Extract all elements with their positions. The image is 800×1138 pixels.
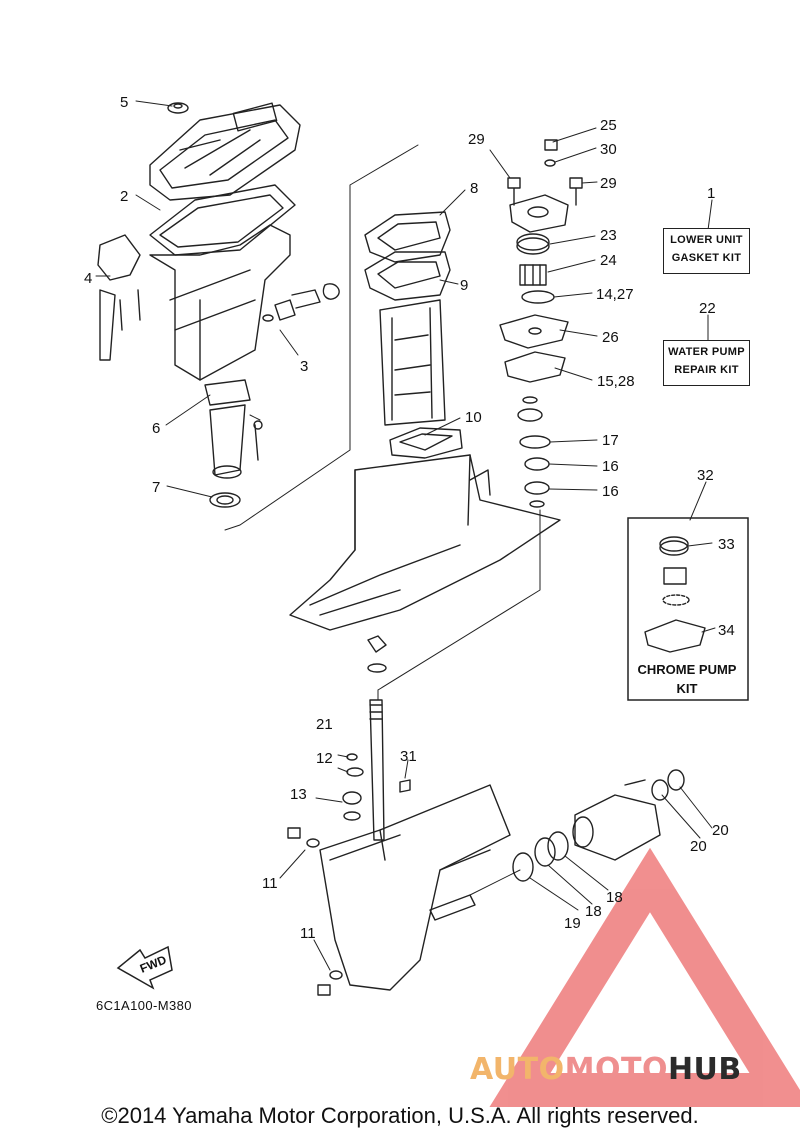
callout-32: 32 bbox=[697, 467, 714, 484]
part-7-seal bbox=[209, 492, 241, 508]
part-29-bolts bbox=[507, 177, 583, 206]
chrome-pump-kit-label: CHROME PUMP KIT bbox=[628, 660, 746, 698]
water-pump-repair-kit-label: WATER PUMP REPAIR KIT bbox=[663, 340, 750, 386]
callout-15-28: 15,28 bbox=[597, 373, 635, 390]
callout-16-upper: 16 bbox=[602, 458, 619, 475]
gear-case bbox=[319, 784, 511, 991]
part-25-bolt bbox=[544, 139, 558, 151]
part-17-oring bbox=[519, 435, 551, 449]
watermark-part-moto: MOTO bbox=[564, 1052, 668, 1087]
callout-29-right: 29 bbox=[600, 175, 617, 192]
callout-23: 23 bbox=[600, 227, 617, 244]
part-24-impeller bbox=[519, 264, 547, 286]
water-pump-lower-parts bbox=[517, 396, 543, 422]
callout-11-upper: 11 bbox=[262, 875, 278, 892]
callout-26: 26 bbox=[602, 329, 619, 346]
part-15-28-gasket bbox=[504, 351, 566, 383]
part-14-27-oring bbox=[521, 290, 555, 304]
leader-lines bbox=[95, 100, 716, 971]
callout-12: 12 bbox=[316, 750, 333, 767]
callout-20-right: 20 bbox=[712, 822, 729, 839]
lower-unit-gasket-kit-label: LOWER UNIT GASKET KIT bbox=[663, 228, 750, 274]
callout-16-lower: 16 bbox=[602, 483, 619, 500]
callout-7: 7 bbox=[152, 479, 160, 496]
callout-9: 9 bbox=[460, 277, 468, 294]
callout-8: 8 bbox=[470, 180, 478, 197]
part-34-plate bbox=[644, 619, 706, 653]
part-31-key bbox=[399, 779, 411, 793]
upper-casing-cover bbox=[149, 102, 301, 201]
part-30-washer bbox=[544, 159, 556, 167]
drive-shaft bbox=[369, 699, 385, 841]
callout-22: 22 bbox=[699, 300, 716, 317]
callout-3: 3 bbox=[300, 358, 308, 375]
chrome-pump-kit-frame bbox=[627, 517, 749, 701]
callout-30: 30 bbox=[600, 141, 617, 158]
part-6-exhaust-pipe bbox=[204, 379, 263, 479]
callout-24: 24 bbox=[600, 252, 617, 269]
watermark-part-hub: HUB bbox=[667, 1052, 742, 1087]
chrome-kit-oring bbox=[662, 594, 690, 606]
callout-18-left: 18 bbox=[585, 903, 602, 920]
fwd-arrow-icon: FWD bbox=[116, 945, 173, 990]
upper-casing-body bbox=[97, 224, 291, 381]
callout-33: 33 bbox=[718, 536, 735, 553]
lower-unit-gasket-kit-line1: LOWER UNIT bbox=[670, 234, 743, 246]
chrome-kit-impeller bbox=[663, 567, 687, 585]
callout-4: 4 bbox=[84, 270, 92, 287]
part-16-seals bbox=[524, 457, 550, 508]
part-3-fitting bbox=[262, 283, 340, 322]
part-18-19-orings bbox=[512, 831, 569, 882]
callout-5: 5 bbox=[120, 94, 128, 111]
callout-29-left: 29 bbox=[468, 131, 485, 148]
watermark-part-auto: AUTO bbox=[470, 1052, 565, 1087]
part-13-shim bbox=[342, 791, 362, 821]
lower-unit-gasket-kit-line2: GASKET KIT bbox=[671, 252, 742, 264]
part-5-plug bbox=[167, 102, 189, 114]
water-pump-repair-kit-line1: WATER PUMP bbox=[668, 346, 745, 358]
part-11-bolts bbox=[287, 827, 343, 996]
callout-19: 19 bbox=[564, 915, 581, 932]
watermark-logo bbox=[489, 847, 800, 1107]
callout-10: 10 bbox=[465, 409, 482, 426]
callout-13: 13 bbox=[290, 786, 307, 803]
callout-18-right: 18 bbox=[606, 889, 623, 906]
callout-11-lower: 11 bbox=[300, 925, 316, 942]
callout-2: 2 bbox=[120, 188, 128, 205]
assembly-connection-lines bbox=[224, 144, 541, 896]
lower-casing bbox=[289, 454, 561, 631]
callout-31: 31 bbox=[400, 748, 417, 765]
callout-numbers: 5 2 4 3 6 7 8 9 10 29 25 30 29 23 24 14,… bbox=[84, 94, 735, 942]
part-26-plate bbox=[499, 314, 569, 349]
propeller-shaft bbox=[429, 894, 476, 921]
watermark-wordmark: AUTOMOTOHUB bbox=[470, 1052, 742, 1087]
chrome-pump-kit-line1: CHROME PUMP bbox=[637, 662, 737, 677]
callout-25: 25 bbox=[600, 117, 617, 134]
diagram-code: 6C1A100-M380 bbox=[96, 998, 192, 1013]
callout-21: 21 bbox=[316, 716, 333, 733]
callout-17: 17 bbox=[602, 432, 619, 449]
part-8-gasket bbox=[364, 211, 451, 263]
callout-34: 34 bbox=[718, 622, 735, 639]
callout-1: 1 bbox=[707, 185, 715, 202]
water-pump-repair-kit-line2: REPAIR KIT bbox=[674, 364, 739, 376]
drive-shaft-housing bbox=[379, 299, 446, 426]
part-12-bearing bbox=[346, 767, 364, 777]
part-23-insert bbox=[516, 233, 550, 255]
water-pump-parts-lower bbox=[367, 635, 387, 673]
water-pump-housing bbox=[509, 194, 569, 233]
callout-14-27: 14,27 bbox=[596, 286, 634, 303]
part-2-gasket bbox=[149, 184, 296, 256]
part-33-insert bbox=[659, 536, 689, 556]
copyright-notice: ©2014 Yamaha Motor Corporation, U.S.A. A… bbox=[101, 1103, 699, 1128]
propeller-shaft-housing bbox=[572, 779, 661, 861]
part-20-bearings bbox=[651, 769, 685, 801]
chrome-pump-kit-line2: KIT bbox=[676, 681, 698, 696]
part-9-gasket bbox=[364, 251, 451, 301]
callout-6: 6 bbox=[152, 420, 160, 437]
callout-20-left: 20 bbox=[690, 838, 707, 855]
part-10-gasket bbox=[389, 427, 463, 459]
